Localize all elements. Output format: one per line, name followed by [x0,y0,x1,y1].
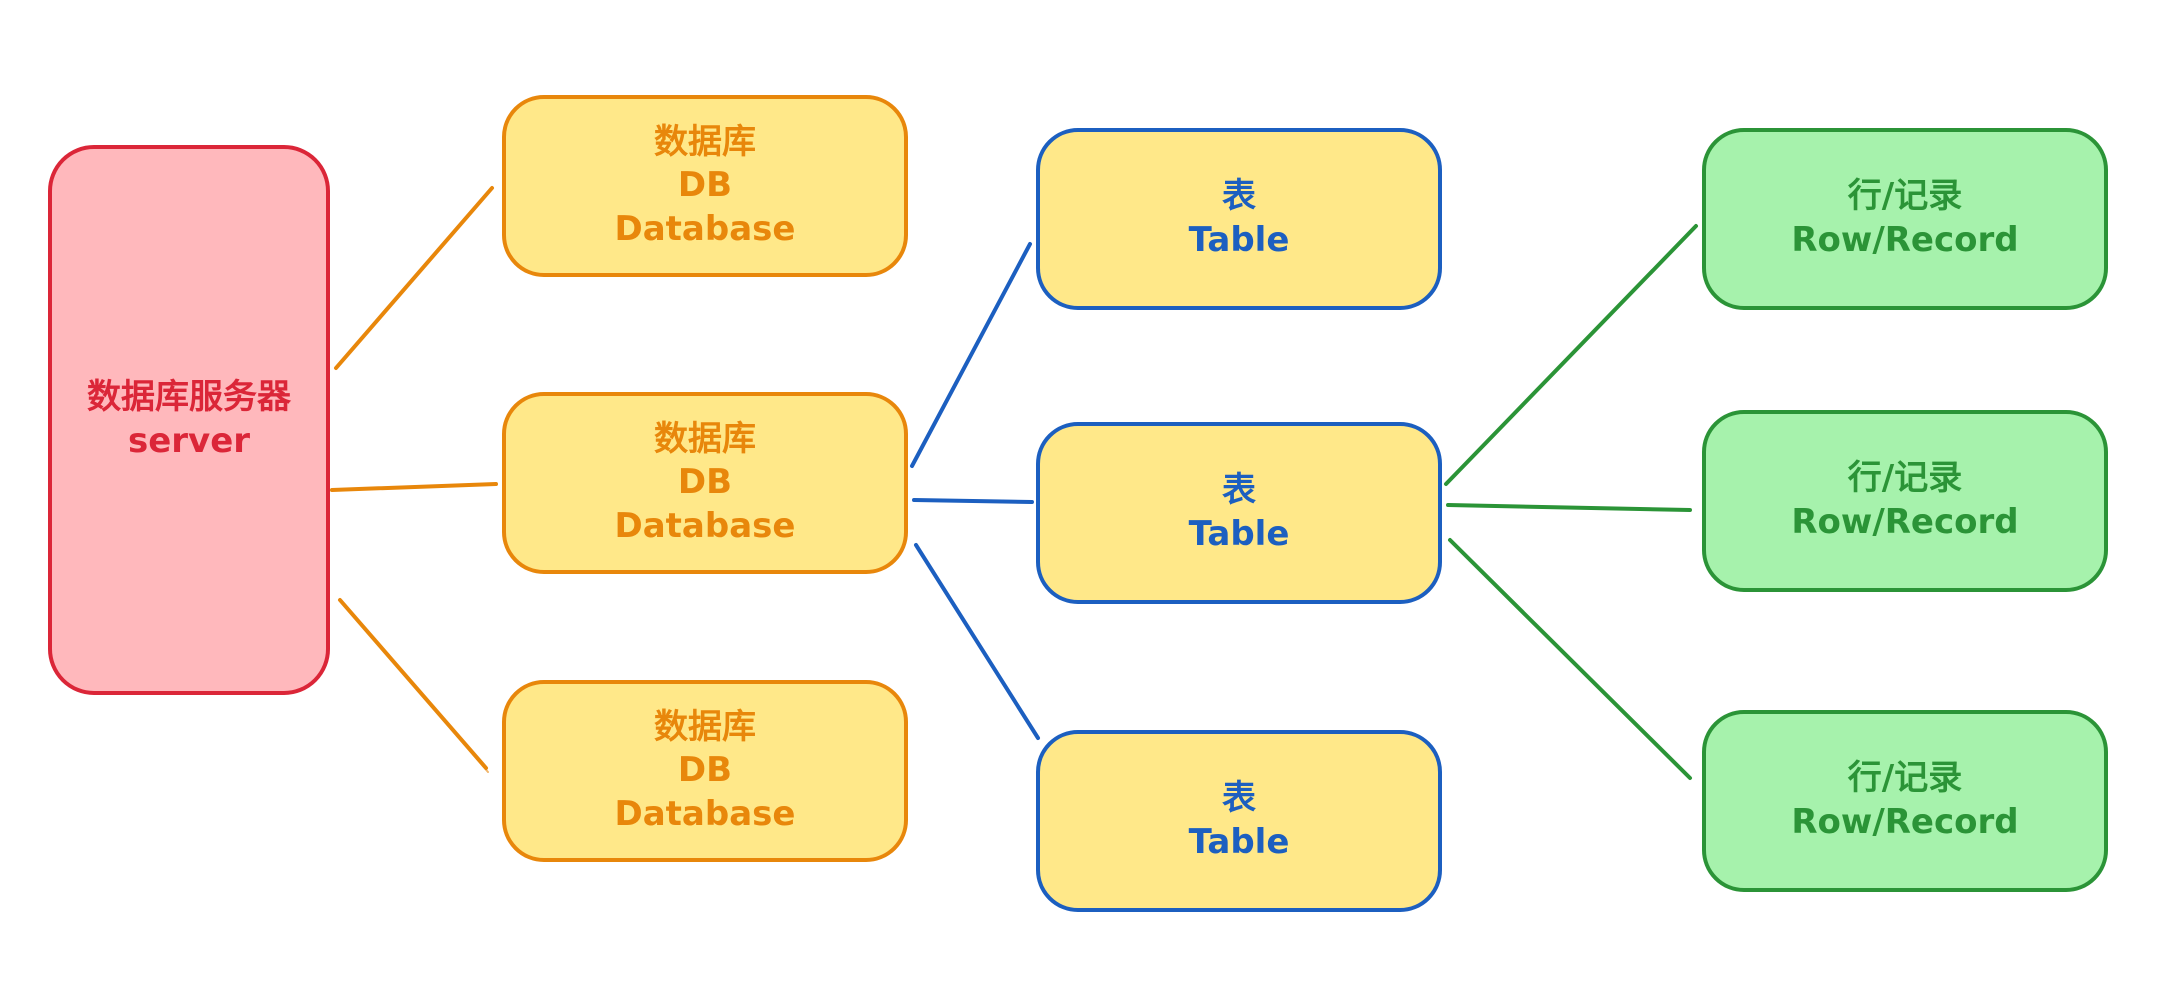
connector-db2-table3 [914,543,1040,740]
connector-server-db2 [330,482,498,492]
record-node: 行/记录 Row/Record [1702,410,2108,592]
connector-db2-table1 [910,242,1032,468]
record-node: 行/记录 Row/Record [1702,710,2108,892]
connector-server-db3 [338,598,488,770]
table-label-cn: 表 [1222,176,1256,217]
connector-server-db3-sketch [343,603,489,773]
database-label-en: Database [614,505,796,546]
table-label-cn: 表 [1222,778,1256,819]
database-label-cn: 数据库 [654,121,756,162]
connector-table2-record2 [1446,503,1692,512]
database-label-cn: 数据库 [654,706,756,747]
table-label-en: Table [1188,514,1290,554]
connector-server-db1 [334,186,494,370]
connector-table2-record1 [1444,224,1698,486]
table-node: 表 Table [1036,422,1442,604]
database-label-cn: 数据库 [654,418,756,459]
record-label-en: Row/Record [1791,220,2019,260]
database-node: 数据库 DB Database [502,95,908,277]
connector-table2-record3 [1448,538,1692,780]
database-node: 数据库 DB Database [502,680,908,862]
record-label-en: Row/Record [1791,802,2019,842]
database-label-abbr: DB [677,750,733,791]
record-node: 行/记录 Row/Record [1702,128,2108,310]
database-label-en: Database [614,208,796,249]
server-label-en: server [127,421,251,461]
table-label-cn: 表 [1222,470,1256,511]
database-label-en: Database [614,793,796,834]
table-node: 表 Table [1036,730,1442,912]
connector-db2-table2 [912,498,1034,504]
record-label-cn: 行/记录 [1847,758,1963,799]
server-label-cn: 数据库服务器 [87,377,291,418]
record-label-en: Row/Record [1791,502,2019,542]
database-label-abbr: DB [677,165,733,206]
record-label-cn: 行/记录 [1847,458,1963,499]
database-node: 数据库 DB Database [502,392,908,574]
record-label-cn: 行/记录 [1847,176,1963,217]
table-label-en: Table [1188,822,1290,862]
table-node: 表 Table [1036,128,1442,310]
database-label-abbr: DB [677,462,733,503]
server-node: 数据库服务器 server [48,145,330,695]
table-label-en: Table [1188,220,1290,260]
